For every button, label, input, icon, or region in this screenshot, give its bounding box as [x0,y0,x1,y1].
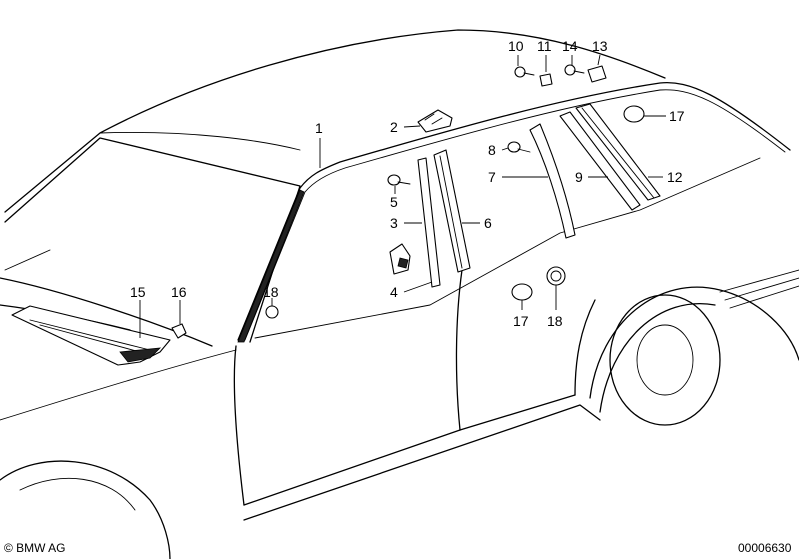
callout-4: 4 [390,284,398,300]
callout-8: 8 [488,142,496,158]
callout-5: 5 [390,194,398,210]
window-trim-part-9 [559,111,641,211]
nut-part-11 [539,73,553,87]
callout-7: 7 [488,169,496,185]
callout-2: 2 [390,119,398,135]
callout-12: 12 [667,169,683,185]
window-trim-part-12 [575,103,661,201]
callout-15: 15 [130,284,146,300]
b-pillar-trim-part-6 [433,149,471,273]
callout-17b: 17 [513,313,529,329]
callout-3: 3 [390,215,398,231]
callout-6: 6 [484,215,492,231]
car-body-outline [0,29,799,559]
image-number: 00006630 [738,541,792,555]
clip-part-13 [587,65,607,83]
callout-14: 14 [562,38,578,54]
screw-part-8 [507,141,531,153]
cowl-panel-part-15 [11,305,171,366]
callout-18b: 18 [547,313,563,329]
cap-part-17b [511,283,533,301]
b-pillar-trim-part-3 [417,157,441,288]
callout-13: 13 [592,38,608,54]
leader-lines [139,54,666,338]
clip-part-16 [171,323,187,339]
c-pillar-trim-part-7 [529,123,576,239]
grommet-part-18b [546,266,566,286]
pillar-trim-part-1 [237,189,305,343]
clip-part-2 [417,109,453,133]
screw-part-5 [387,174,411,186]
callout-16: 16 [171,284,187,300]
callout-10: 10 [508,38,524,54]
copyright-label: © BMW AG [4,541,66,555]
screw-part-10 [514,66,535,78]
cap-part-17a [623,105,645,123]
screw-part-14 [564,64,585,76]
callout-18a: 18 [263,284,279,300]
callout-11: 11 [537,38,552,54]
grommet-part-18a [265,305,279,319]
callout-1: 1 [315,120,323,136]
callout-9: 9 [575,169,583,185]
callout-17a: 17 [669,108,685,124]
